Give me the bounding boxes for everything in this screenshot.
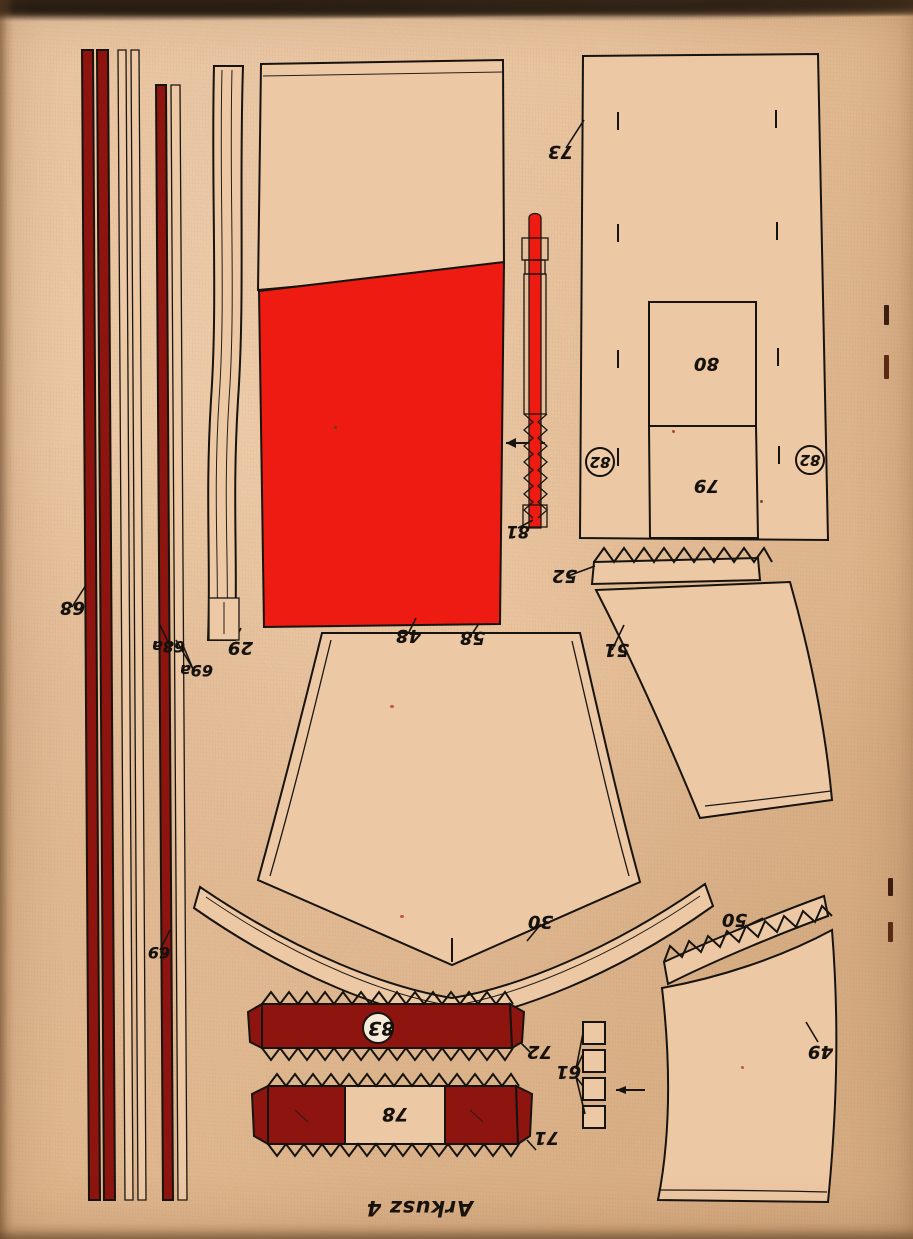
part-51-curved-plate [594, 580, 834, 820]
staple-mark-4 [888, 922, 893, 942]
torn-top-edge [0, 0, 913, 26]
part-81-mast-rod [521, 212, 549, 529]
paper-speck-1 [334, 426, 337, 429]
paper-speck-2 [672, 430, 675, 433]
staple-mark-1 [884, 305, 889, 325]
leader-68 [71, 584, 87, 608]
paper-speck-3 [390, 705, 394, 708]
part-48-red-plate [257, 260, 506, 629]
part-83-serrated-band [246, 990, 526, 1062]
part-61-small-squares [575, 1021, 606, 1129]
paper-speck-4 [400, 915, 404, 918]
part-68-long-spar-b [95, 49, 117, 1201]
leader-73 [565, 119, 585, 149]
part-68a-long-spar [154, 84, 175, 1201]
leader-68a [159, 624, 171, 647]
part-29-small-rect [208, 597, 240, 641]
leader-51 [611, 624, 625, 651]
staple-mark-2 [884, 355, 889, 379]
part-69-long-spar-outline-b [130, 49, 147, 1201]
paper-speck-5 [741, 1066, 744, 1069]
part-69-long-spar-outline [117, 49, 134, 1201]
leader-72 [520, 1042, 531, 1053]
leader-69 [159, 929, 171, 951]
part-49-curved-plate [656, 928, 838, 1204]
part-69a-long-spar-outline [170, 84, 188, 1201]
part-78-serrated-band [250, 1072, 534, 1158]
torn-bottom-edge [0, 1223, 913, 1239]
part-52-serrated-strip [590, 546, 773, 586]
paper-speck-6 [760, 500, 763, 503]
leader-52 [567, 565, 596, 577]
leader-50 [737, 917, 764, 931]
part-58-fan-panel [256, 632, 642, 967]
leader-30 [526, 923, 542, 942]
leader-49 [805, 1021, 819, 1043]
leader-81 [517, 519, 534, 529]
part-73-right-panel [578, 52, 830, 542]
leader-69a-2 [181, 642, 194, 670]
staple-mark-3 [888, 878, 893, 896]
direction-arrow-2 [616, 1086, 645, 1094]
torn-left-edge [0, 0, 14, 1239]
part-68-long-spar [80, 49, 102, 1201]
leader-71 [526, 1139, 537, 1151]
part-29-wavy-strip [206, 65, 245, 641]
